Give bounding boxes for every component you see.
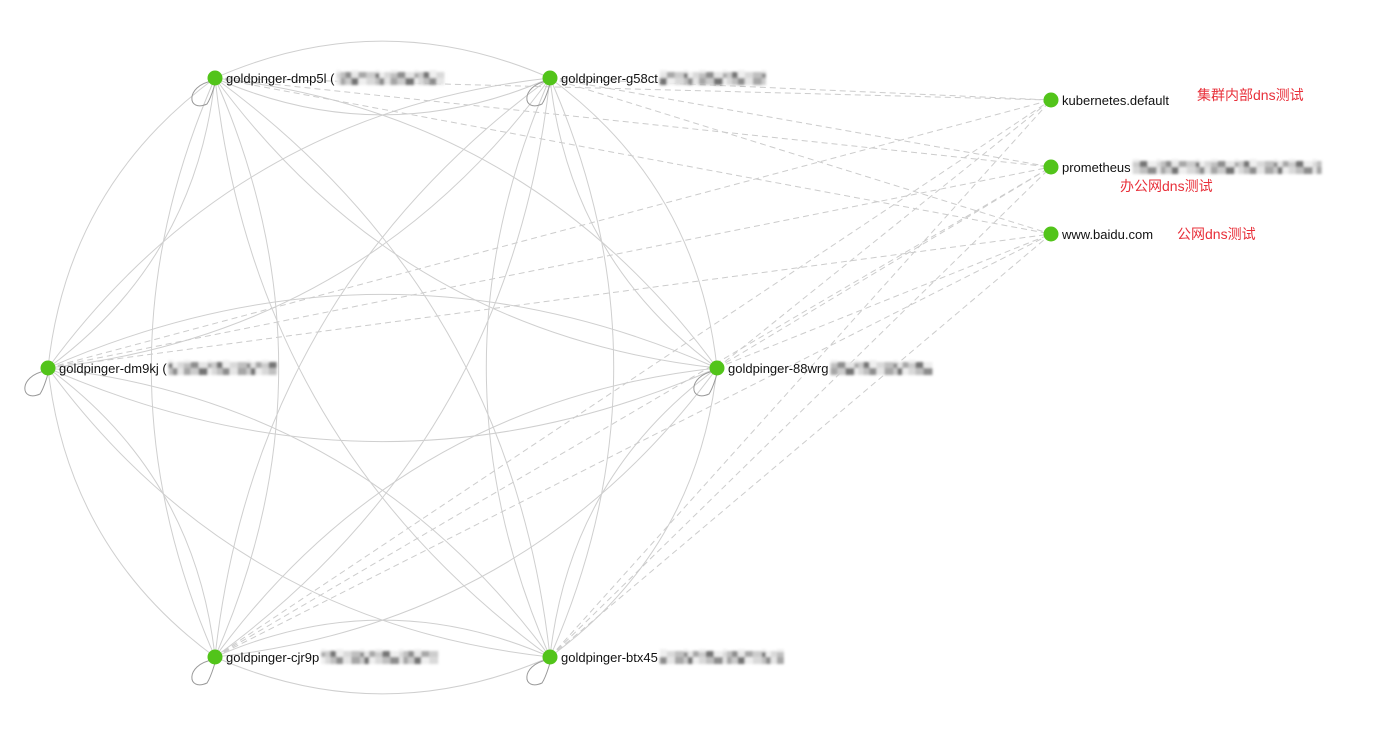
node-label-88wrg: goldpinger-88wrg	[728, 361, 828, 376]
edge-dm9kj-cjr9p	[47, 367, 216, 658]
self-loop-btx45	[526, 659, 551, 686]
edge-88wrg-prom	[716, 166, 1052, 369]
node-label-prom: prometheus	[1062, 160, 1131, 175]
edge-dmp5l-prom	[214, 77, 1052, 168]
edge-dmp5l-88wrg	[214, 77, 718, 369]
edge-dmp5l-btx45	[214, 77, 551, 658]
dns-edges	[47, 77, 1052, 658]
edge-g58ct-dmp5l	[214, 40, 551, 79]
redacted-block-btx45	[659, 649, 784, 664]
edge-btx45-baidu	[549, 233, 1052, 658]
redacted-block-cjr9p	[321, 649, 439, 664]
nodes: goldpinger-dmp5l ( goldpinger-g58ct goldpi…	[40, 70, 1169, 665]
node-prom[interactable]	[1043, 159, 1059, 175]
edge-dmp5l-dm9kj	[47, 77, 216, 369]
node-label-g58ct: goldpinger-g58ct	[561, 71, 658, 86]
redacted-block-dmp5l	[336, 70, 445, 85]
node-btx45[interactable]	[542, 649, 558, 665]
self-loops	[24, 80, 718, 686]
node-label-cjr9p: goldpinger-cjr9p	[226, 650, 319, 665]
edge-cjr9p-prom	[214, 166, 1052, 658]
edge-88wrg-g58ct	[549, 77, 718, 369]
redacted-addresses	[168, 70, 1322, 664]
edge-cjr9p-dm9kj	[47, 367, 216, 658]
redacted-block-dm9kj	[168, 360, 277, 375]
edge-cjr9p-btx45	[214, 656, 551, 695]
edge-g58ct-btx45	[485, 77, 551, 658]
annotation-prom: 办公网dns测试	[1120, 178, 1213, 194]
edge-btx45-dmp5l	[214, 77, 551, 658]
edge-dm9kj-baidu	[47, 233, 1052, 369]
edge-g58ct-baidu	[549, 77, 1052, 235]
annotation-baidu: 公网dns测试	[1177, 226, 1256, 242]
node-baidu[interactable]	[1043, 226, 1059, 242]
node-dm9kj[interactable]	[40, 360, 56, 376]
edge-dm9kj-88wrg	[47, 367, 718, 442]
edge-dm9kj-prom	[47, 166, 1052, 369]
node-label-dmp5l: goldpinger-dmp5l (	[226, 71, 335, 86]
node-label-k8s: kubernetes.default	[1062, 93, 1169, 108]
redacted-block-g58ct	[659, 70, 766, 85]
pod-edges	[47, 40, 718, 695]
self-loop-g58ct	[526, 80, 551, 107]
edge-dm9kj-k8s	[47, 99, 1052, 369]
node-label-dm9kj: goldpinger-dm9kj (	[59, 361, 167, 376]
node-g58ct[interactable]	[542, 70, 558, 86]
node-label-baidu: www.baidu.com	[1061, 227, 1153, 242]
node-label-btx45: goldpinger-btx45	[561, 650, 658, 665]
edge-88wrg-cjr9p	[214, 367, 718, 658]
redacted-block-prom	[1132, 159, 1322, 174]
edge-88wrg-k8s	[716, 99, 1052, 369]
node-k8s[interactable]	[1043, 92, 1059, 108]
edge-g58ct-cjr9p	[214, 77, 551, 658]
edge-88wrg-baidu	[716, 233, 1052, 369]
edge-btx45-cjr9p	[214, 619, 551, 658]
node-cjr9p[interactable]	[207, 649, 223, 665]
edge-btx45-g58ct	[549, 77, 615, 658]
edge-btx45-k8s	[549, 99, 1052, 658]
edge-cjr9p-dmp5l	[214, 77, 280, 658]
edge-g58ct-prom	[549, 77, 1052, 168]
edge-dm9kj-g58ct	[47, 77, 551, 369]
edge-dmp5l-cjr9p	[150, 77, 216, 658]
node-88wrg[interactable]	[709, 360, 725, 376]
self-loop-dmp5l	[191, 80, 216, 107]
edge-btx45-dm9kj	[47, 367, 551, 658]
edge-cjr9p-k8s	[214, 99, 1052, 658]
edge-dm9kj-dmp5l	[47, 77, 216, 369]
edge-cjr9p-g58ct	[214, 77, 551, 658]
edge-g58ct-88wrg	[549, 77, 718, 369]
edge-g58ct-k8s	[549, 77, 1052, 101]
edge-dm9kj-btx45	[47, 367, 551, 658]
edge-btx45-88wrg	[549, 367, 718, 658]
self-loop-88wrg	[693, 370, 718, 397]
edge-btx45-prom	[549, 166, 1052, 658]
node-dmp5l[interactable]	[207, 70, 223, 86]
redacted-block-88wrg	[830, 360, 933, 375]
edge-88wrg-dm9kj	[47, 294, 718, 369]
edge-88wrg-dmp5l	[214, 77, 718, 369]
edge-cjr9p-baidu	[214, 233, 1052, 658]
self-loop-cjr9p	[191, 659, 216, 686]
annotation-k8s: 集群内部dns测试	[1197, 87, 1304, 103]
self-loop-dm9kj	[24, 370, 49, 397]
edge-g58ct-dm9kj	[47, 77, 551, 369]
edge-dmp5l-baidu	[214, 77, 1052, 235]
edge-cjr9p-88wrg	[214, 367, 718, 658]
